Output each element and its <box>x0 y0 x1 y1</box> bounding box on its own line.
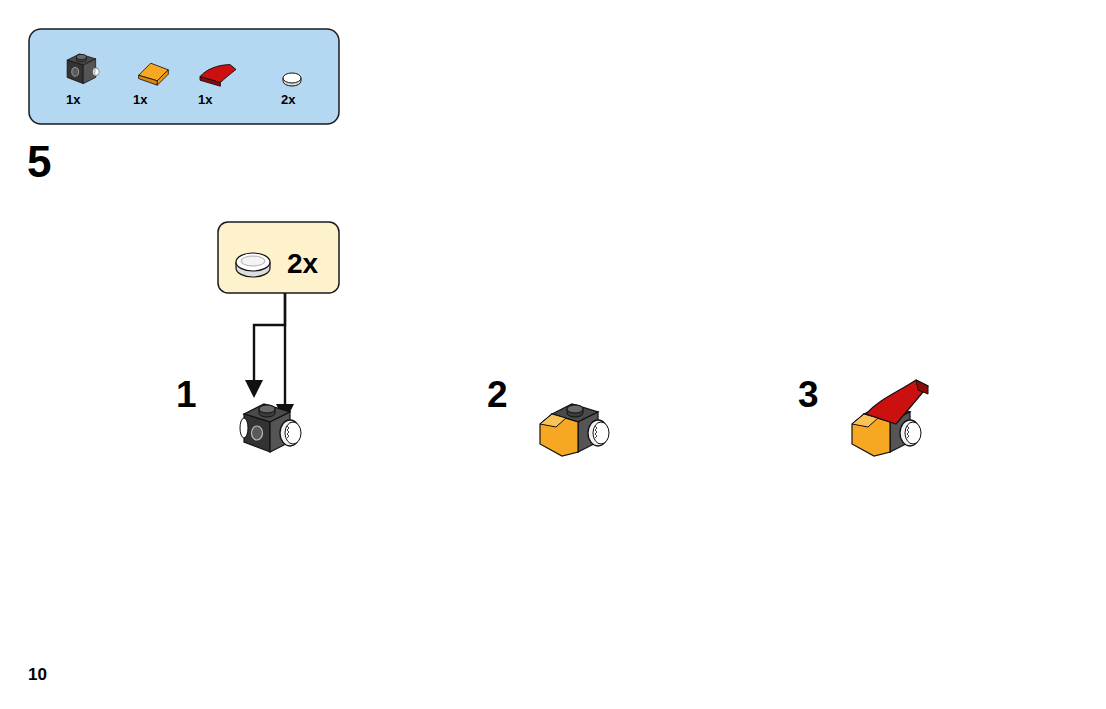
arrow-head <box>245 380 263 398</box>
quantity-label: 2x <box>281 93 295 106</box>
substep-number: 1 <box>176 376 197 413</box>
step1-model <box>240 404 301 452</box>
parts-panel <box>29 29 339 124</box>
substep-number: 2 <box>487 376 508 413</box>
part-slope <box>139 63 169 85</box>
substep-number: 3 <box>798 376 819 413</box>
step2-model <box>540 404 609 456</box>
callout-panel <box>218 222 339 293</box>
quantity-callout: 2x <box>218 222 339 293</box>
step3-model <box>852 380 928 456</box>
leader-arrows <box>254 293 285 408</box>
callout-tile <box>236 253 270 277</box>
part-round-tile <box>283 73 301 86</box>
quantity-label: 1x <box>198 93 212 106</box>
part-curved-slope <box>200 65 236 87</box>
quantity-label: 2x <box>287 250 318 278</box>
step-number: 5 <box>27 140 51 184</box>
quantity-label: 1x <box>133 93 147 106</box>
parts-list: 1x 1x 1x 2x <box>29 29 339 124</box>
page-number: 10 <box>28 666 47 683</box>
part-brick <box>67 54 99 84</box>
quantity-label: 1x <box>66 93 80 106</box>
